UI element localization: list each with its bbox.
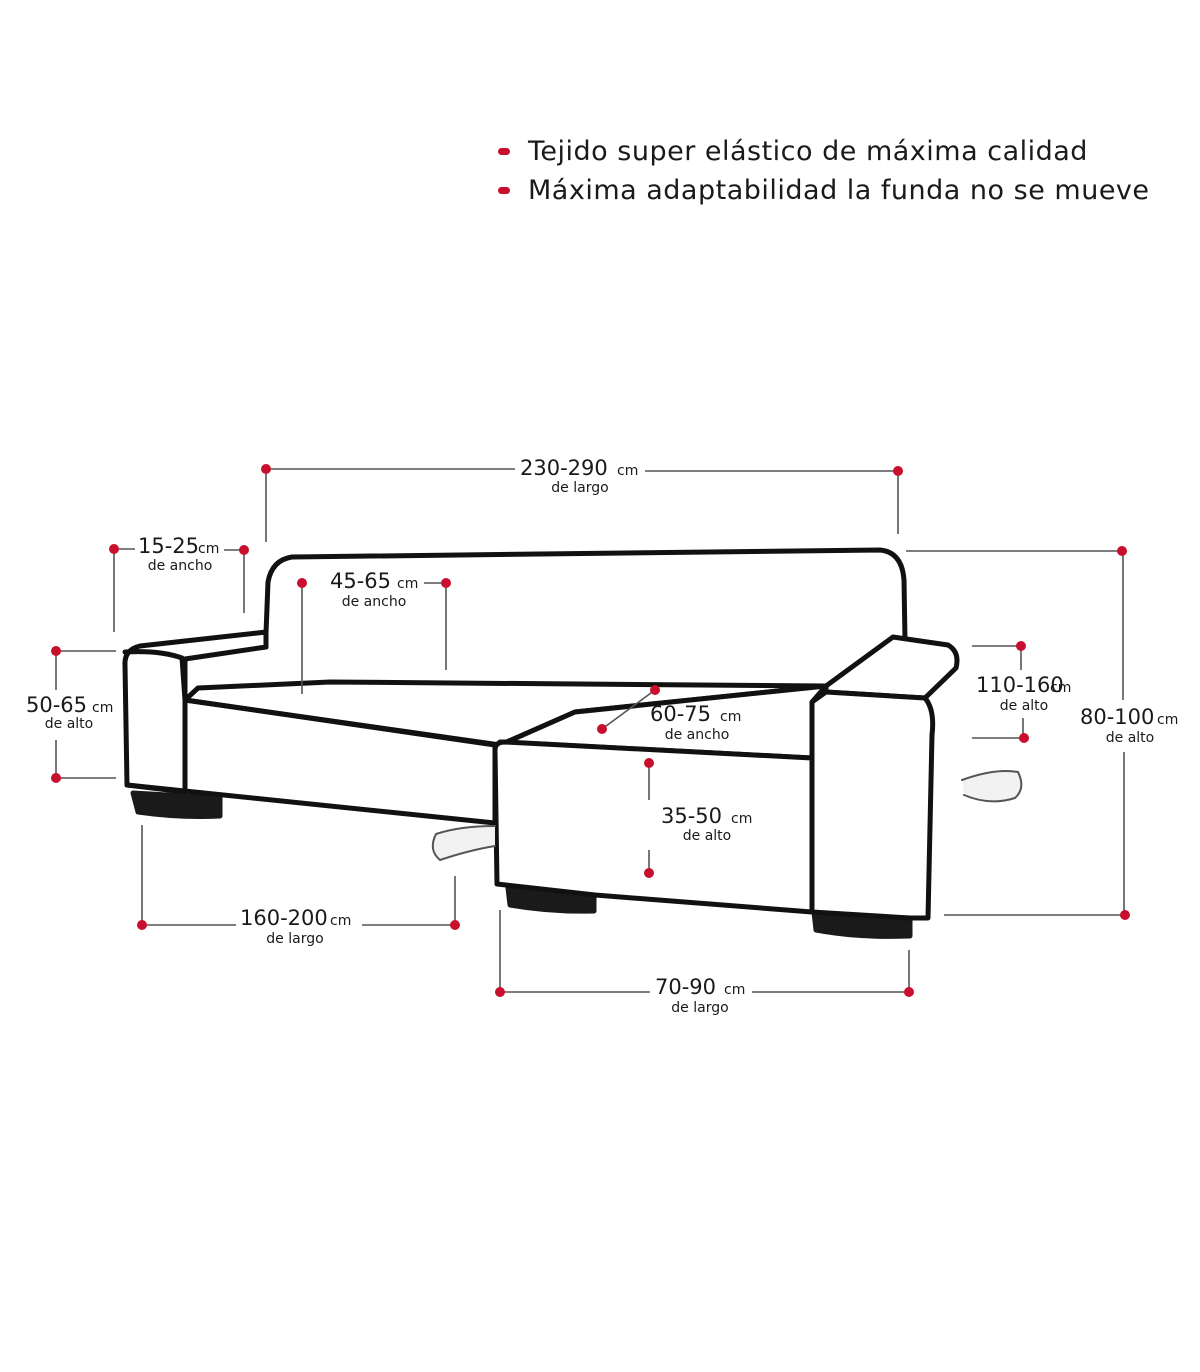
cover-strap-left <box>431 825 496 861</box>
marker-dot <box>51 773 61 783</box>
dim-label: de ancho <box>342 594 407 610</box>
feature-item: Máxima adaptabilidad la funda no se muev… <box>498 171 1150 210</box>
feature-list: Tejido super elástico de máxima calidad … <box>498 132 1150 210</box>
sofa-drawing <box>122 547 1023 939</box>
dim-value: 70-90 <box>655 975 716 999</box>
dim-label: de alto <box>45 716 93 732</box>
marker-dot <box>51 646 61 656</box>
dim-unit: cm <box>198 541 219 557</box>
dim-unit: cm <box>1050 680 1071 696</box>
dim-value: 50-65 <box>26 693 87 717</box>
dim-value: 60-75 <box>650 702 711 726</box>
marker-dot <box>650 685 660 695</box>
dim-label: de largo <box>671 1000 728 1016</box>
dimension-lines <box>55 468 1125 993</box>
dim-value: 230-290 <box>520 456 608 480</box>
dim-value: 110-160 <box>976 673 1064 697</box>
dim-unit: cm <box>724 982 745 998</box>
label-total-height: 80-100 cm de alto <box>1080 705 1178 746</box>
label-arm-height: 50-65 cm de alto <box>26 693 113 732</box>
dim-value: 35-50 <box>661 804 722 828</box>
marker-dot <box>893 466 903 476</box>
marker-dot <box>644 758 654 768</box>
dim-value: 160-200 <box>240 906 328 930</box>
sofa-backrest <box>263 547 908 643</box>
marker-dot <box>644 868 654 878</box>
marker-dot <box>239 545 249 555</box>
sofa-left-arm <box>122 629 269 795</box>
marker-dot <box>137 920 147 930</box>
dim-unit: cm <box>617 463 638 479</box>
marker-dot <box>1019 733 1029 743</box>
cover-strap-right <box>961 770 1023 803</box>
dim-label: de alto <box>683 828 731 844</box>
marker-dot <box>904 987 914 997</box>
dim-label: de ancho <box>665 727 730 743</box>
marker-dot <box>1120 910 1130 920</box>
label-back-width: 45-65 cm de ancho <box>330 569 418 610</box>
marker-dot <box>1117 546 1127 556</box>
sofa-foot-left <box>130 790 223 819</box>
dim-label: de alto <box>1000 698 1048 714</box>
bullet-icon <box>498 148 510 155</box>
label-seat-height: 35-50 cm de alto <box>661 804 752 844</box>
label-chaise-depth: 110-160 cm de alto <box>976 673 1071 714</box>
sofa-chaise-arm <box>823 634 960 701</box>
bullet-icon <box>498 187 510 194</box>
dim-unit: cm <box>92 700 113 716</box>
marker-dot <box>261 464 271 474</box>
dim-label: de largo <box>551 480 608 496</box>
dim-unit: cm <box>720 709 741 725</box>
dim-value: 15-25 <box>138 534 199 558</box>
dim-label: de ancho <box>148 558 213 574</box>
dim-unit: cm <box>397 576 418 592</box>
dim-label: de largo <box>266 931 323 947</box>
dimension-markers <box>51 464 1130 997</box>
marker-dot <box>597 724 607 734</box>
label-arm-width: 15-25 cm de ancho <box>138 534 219 574</box>
marker-dot <box>450 920 460 930</box>
feature-item: Tejido super elástico de máxima calidad <box>498 132 1150 171</box>
marker-dot <box>441 578 451 588</box>
marker-dot <box>495 987 505 997</box>
label-seat-length: 160-200 cm de largo <box>240 906 351 947</box>
feature-text: Tejido super elástico de máxima calidad <box>528 136 1088 167</box>
dim-value: 80-100 <box>1080 705 1154 729</box>
feature-text: Máxima adaptabilidad la funda no se muev… <box>528 175 1150 206</box>
label-chaise-length: 70-90 cm de largo <box>655 975 745 1016</box>
dim-unit: cm <box>330 913 351 929</box>
label-total-length: 230-290 cm de largo <box>520 456 638 496</box>
sofa-left-arm-front <box>122 649 188 703</box>
dim-unit: cm <box>731 811 752 827</box>
sofa-chaise-arm-side <box>809 689 936 921</box>
dim-label: de alto <box>1106 730 1154 746</box>
label-chaise-width: 60-75 cm de ancho <box>650 702 741 743</box>
dim-value: 45-65 <box>330 569 391 593</box>
marker-dot <box>297 578 307 588</box>
sofa-chaise-base <box>492 739 815 915</box>
marker-dot <box>1016 641 1026 651</box>
dim-unit: cm <box>1157 712 1178 728</box>
marker-dot <box>109 544 119 554</box>
